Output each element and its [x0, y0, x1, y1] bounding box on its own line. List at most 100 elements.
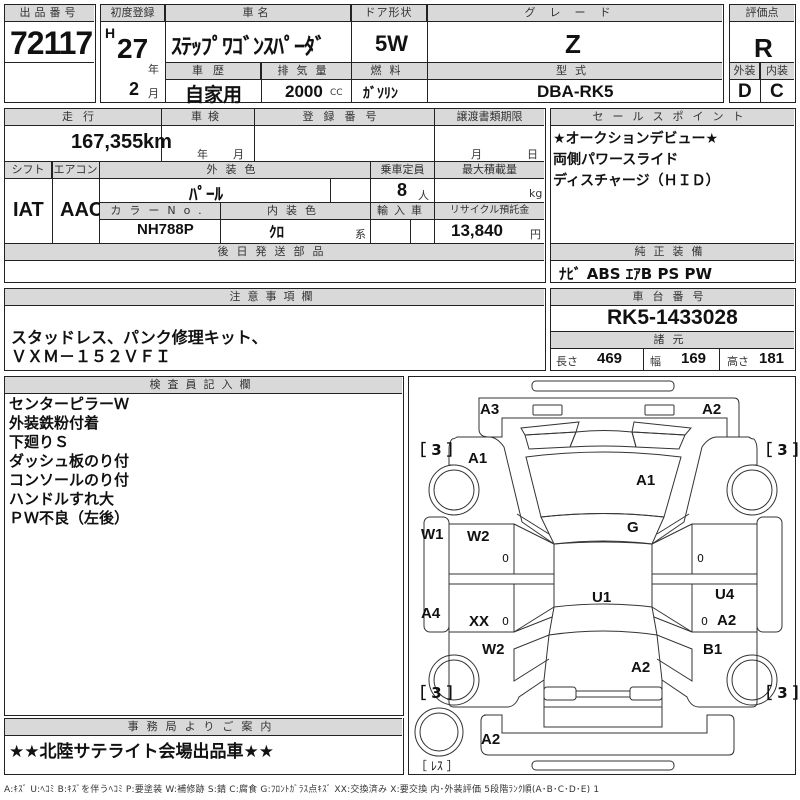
- tire-rear-right: ［ 3 ］: [757, 684, 800, 702]
- lot-number: 72117: [10, 25, 93, 61]
- mileage-unit: km: [143, 131, 172, 153]
- chassis-label: 車台番号: [551, 289, 794, 306]
- transfer-deadline-label: 譲渡書類期限: [435, 109, 544, 126]
- model-label: 型式: [428, 63, 722, 80]
- displacement-unit: CC: [330, 88, 343, 98]
- damage-mark: A3: [480, 401, 500, 418]
- office-label: 事務局よりご案内: [5, 718, 402, 736]
- capacity-label: 乗車定員: [371, 162, 434, 179]
- capacity: 8: [397, 180, 408, 200]
- transfer-day-unit: 日: [527, 148, 538, 161]
- office-box: 事務局よりご案内 ★★北陸サテライト会場出品車★★: [4, 718, 404, 775]
- transfer-month-unit: 月: [471, 148, 482, 161]
- height-label: 高さ: [727, 355, 749, 368]
- office-message: ★★北陸サテライト会場出品車★★: [9, 742, 274, 762]
- tire-front-left: ［ 3 ］: [411, 441, 462, 459]
- inspector-label: 検査員記入欄: [5, 377, 402, 394]
- exterior-color: ﾊﾟｰﾙ: [189, 185, 223, 205]
- chassis-box: 車台番号 RK5-1433028 諸元 長さ 469 幅 169 高さ 181: [550, 288, 796, 371]
- damage-mark: 0: [502, 552, 509, 565]
- inspection-month-unit: 月: [233, 148, 244, 161]
- damage-mark: B1: [703, 641, 723, 658]
- spare-tire: ［ ﾚｽ ］: [415, 759, 459, 773]
- length-label: 長さ: [556, 355, 578, 368]
- inspector-line: 下廻りＳ: [9, 433, 70, 451]
- mileage-label: 走行: [5, 109, 161, 126]
- equipment-items: ﾅﾋﾞ ABS ｴｱB PS PW: [559, 265, 713, 283]
- ac-label: エアコン: [52, 162, 99, 179]
- lot-number-box: 出品番号 72117: [4, 4, 96, 103]
- inspector-box: 検査員記入欄 センターピラーＷ 外装鉄粉付着 下廻りＳ ダッシュ板のり付 コンソ…: [4, 376, 404, 716]
- import-label: 輸入車: [371, 203, 434, 220]
- damage-mark: A2: [702, 401, 722, 418]
- damage-diagram: ［ 3 ］ ［ 3 ］ ［ 3 ］ ［ 3 ］ ［ ﾚｽ ］ A3 A2 A1 …: [408, 376, 800, 775]
- max-load-unit: kg: [529, 187, 543, 200]
- chassis-number: RK5-1433028: [607, 306, 738, 329]
- score-label: 評価点: [730, 5, 794, 22]
- grade-label: グレード: [427, 5, 722, 22]
- later-parts-label: 後日発送部品: [5, 244, 544, 261]
- lot-number-label: 出品番号: [5, 5, 94, 22]
- exterior-grade: D: [738, 81, 752, 102]
- width-label: 幅: [650, 355, 661, 368]
- notes-box: 注意事項欄 スタッドレス、パンク修理キット、 ＶＸＭ－１５２ＶＦＩ: [4, 288, 546, 371]
- exterior-color-label: 外装色: [100, 162, 370, 179]
- registration-number-label: 登録番号: [255, 109, 434, 126]
- era-letter: H: [105, 25, 116, 41]
- damage-mark: W1: [421, 526, 444, 543]
- history-label: 車歴: [166, 63, 261, 80]
- first-registration-month: 2: [129, 79, 140, 99]
- exterior-grade-label: 外装: [730, 63, 760, 80]
- inspector-line: ハンドルすれ大: [9, 490, 115, 508]
- vehicle-info-box: 初度登録 車名 ドア形状 グレード H 27 年 2 月 ｽﾃｯﾌﾟﾜｺﾞﾝｽﾊ…: [100, 4, 724, 106]
- inspector-line: コンソールのり付: [9, 471, 130, 489]
- damage-mark: W2: [467, 528, 490, 545]
- inspection-year-unit: 年: [197, 148, 208, 161]
- door-type: 5W: [375, 31, 408, 56]
- recycle-fee: 13,840: [451, 221, 503, 240]
- recycle-label: リサイクル預託金: [435, 203, 544, 220]
- damage-mark: A2: [481, 731, 501, 748]
- history: 自家用: [185, 84, 243, 106]
- interior-grade: C: [770, 81, 784, 102]
- legend: A:ｷｽﾞ U:ﾍｺﾐ B:ｷｽﾞを伴うﾍｺﾐ P:要塗装 W:補修跡 S:錆 …: [4, 785, 600, 795]
- tire-rear-left: ［ 3 ］: [411, 684, 462, 702]
- inspector-line: センターピラーＷ: [9, 395, 130, 413]
- door-type-label: ドア形状: [351, 5, 427, 22]
- grade: Z: [565, 29, 581, 59]
- damage-mark: A4: [421, 605, 441, 622]
- ac: AAC: [60, 199, 104, 221]
- model: DBA-RK5: [537, 82, 614, 101]
- mileage: 167,355: [71, 131, 144, 153]
- car-outline: [414, 380, 783, 771]
- damage-mark: W2: [482, 641, 505, 658]
- interior-color: ｸﾛ: [269, 223, 285, 241]
- interior-color-unit: 系: [355, 228, 366, 241]
- inspection-label: 車検: [162, 109, 254, 126]
- interior-color-label: 内装色: [221, 203, 370, 220]
- first-registration-label: 初度登録: [101, 5, 165, 22]
- notes-line: ＶＸＭ－１５２ＶＦＩ: [11, 347, 172, 366]
- height: 181: [759, 350, 785, 367]
- sales-point-line: ★オークションデビュー★: [553, 131, 719, 147]
- recycle-unit: 円: [530, 228, 541, 241]
- score: R: [754, 33, 773, 63]
- score-box: 評価点 R 外装 内装 D C: [729, 4, 796, 103]
- damage-mark: U4: [715, 586, 735, 603]
- damage-mark: 0: [502, 615, 509, 628]
- inspector-line: ダッシュ板のり付: [9, 452, 130, 470]
- color-number: NH788P: [137, 221, 194, 238]
- damage-mark: U1: [592, 589, 612, 606]
- fuel: ｶﾞｿﾘﾝ: [363, 86, 398, 102]
- fuel-label: 燃料: [352, 63, 427, 80]
- damage-mark: A1: [636, 472, 656, 489]
- damage-mark: A2: [631, 659, 651, 676]
- notes-label: 注意事項欄: [5, 289, 544, 306]
- length: 469: [597, 350, 623, 367]
- car-name-label: 車名: [165, 5, 351, 22]
- damage-mark: A2: [717, 612, 737, 629]
- shift: IAT: [13, 199, 44, 221]
- damage-mark: G: [627, 519, 639, 536]
- displacement-label: 排気量: [261, 63, 351, 80]
- notes-line: スタッドレス、パンク修理キット、: [11, 328, 268, 347]
